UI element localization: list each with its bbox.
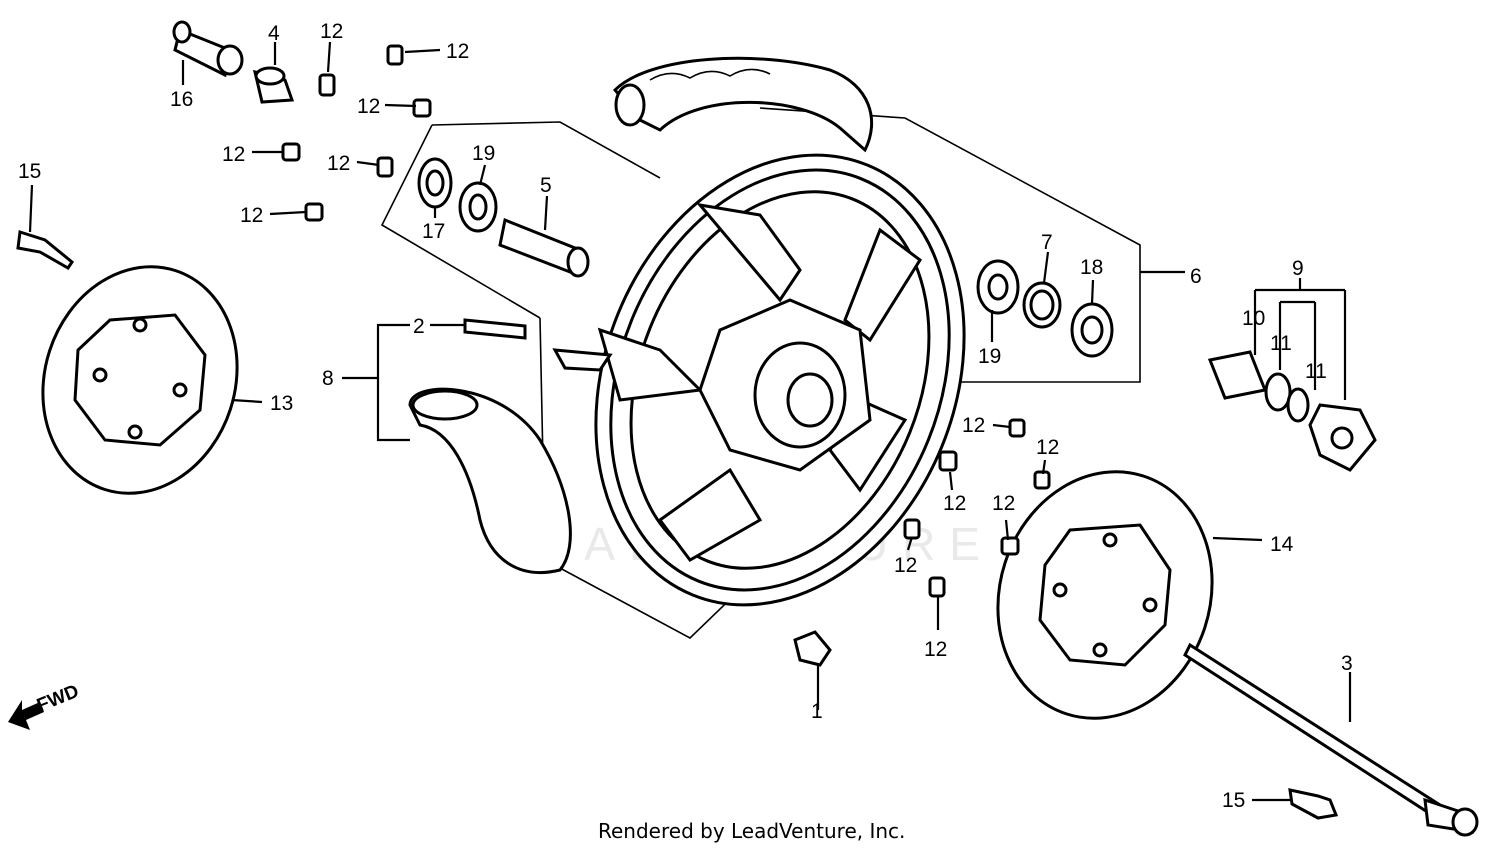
label-12k: 12 (894, 554, 917, 577)
label-12c: 12 (357, 95, 380, 118)
label-16: 16 (170, 88, 193, 111)
label-2: 2 (413, 315, 425, 338)
tire-top (612, 56, 874, 153)
part-5-distance-collar (498, 217, 590, 278)
label-12g: 12 (962, 414, 985, 437)
label-19a: 19 (472, 142, 495, 165)
part-15-bolt-right (1288, 788, 1339, 820)
balance-weights (281, 44, 1051, 598)
part-19-bearing-left (458, 181, 498, 233)
part-9-speedometer-gearbox (1207, 350, 1377, 472)
label-10: 10 (1242, 307, 1265, 330)
cast-wheel (594, 153, 966, 607)
part-17-oil-seal (417, 157, 453, 209)
label-12j: 12 (992, 492, 1015, 515)
label-8: 8 (322, 367, 334, 390)
fwd-arrow-icon (8, 700, 44, 730)
fwd-arrow: FWD (8, 681, 82, 730)
part-2-valve (463, 318, 527, 340)
label-6: 6 (1190, 265, 1202, 288)
part-4-spacer (252, 66, 295, 104)
leader-lines (28, 41, 1352, 802)
label-19b: 19 (978, 345, 1001, 368)
label-12e: 12 (327, 152, 350, 175)
label-7: 7 (1041, 231, 1053, 254)
part-3-axle (1183, 642, 1479, 837)
label-3: 3 (1341, 652, 1353, 675)
part-15-bolt-left (16, 230, 75, 270)
label-9: 9 (1292, 257, 1304, 280)
label-12h: 12 (1036, 436, 1059, 459)
label-12i: 12 (943, 492, 966, 515)
credit-text: Rendered by LeadVenture, Inc. (598, 819, 905, 843)
label-18: 18 (1080, 256, 1103, 279)
part-14-brake-disc-right (996, 470, 1214, 720)
label-4: 4 (268, 22, 280, 45)
label-13: 13 (270, 392, 293, 415)
part-13-brake-disc-left (41, 265, 239, 495)
part-19-bearing-right (976, 259, 1020, 315)
label-1: 1 (811, 700, 823, 723)
fwd-label: FWD (34, 681, 82, 717)
part-7-retainer (1022, 281, 1062, 329)
label-12l: 12 (924, 638, 947, 661)
part-1-clip (793, 630, 832, 667)
part-16-collar (172, 20, 244, 78)
label-14: 14 (1270, 533, 1294, 556)
label-15a: 15 (18, 160, 41, 183)
label-5: 5 (540, 174, 552, 197)
label-12b: 12 (446, 40, 469, 63)
tube (408, 348, 613, 575)
label-15b: 15 (1222, 789, 1245, 812)
label-12a: 12 (320, 20, 343, 43)
part-18-oil-seal (1070, 302, 1114, 358)
label-12f: 12 (240, 204, 263, 227)
label-11b: 11 (1305, 360, 1327, 383)
part-number-labels: 1 2 3 4 5 6 7 8 9 10 11 11 12 12 12 12 1… (18, 20, 1353, 812)
label-12d: 12 (222, 143, 245, 166)
label-17: 17 (422, 220, 445, 243)
label-11a: 11 (1270, 332, 1292, 355)
